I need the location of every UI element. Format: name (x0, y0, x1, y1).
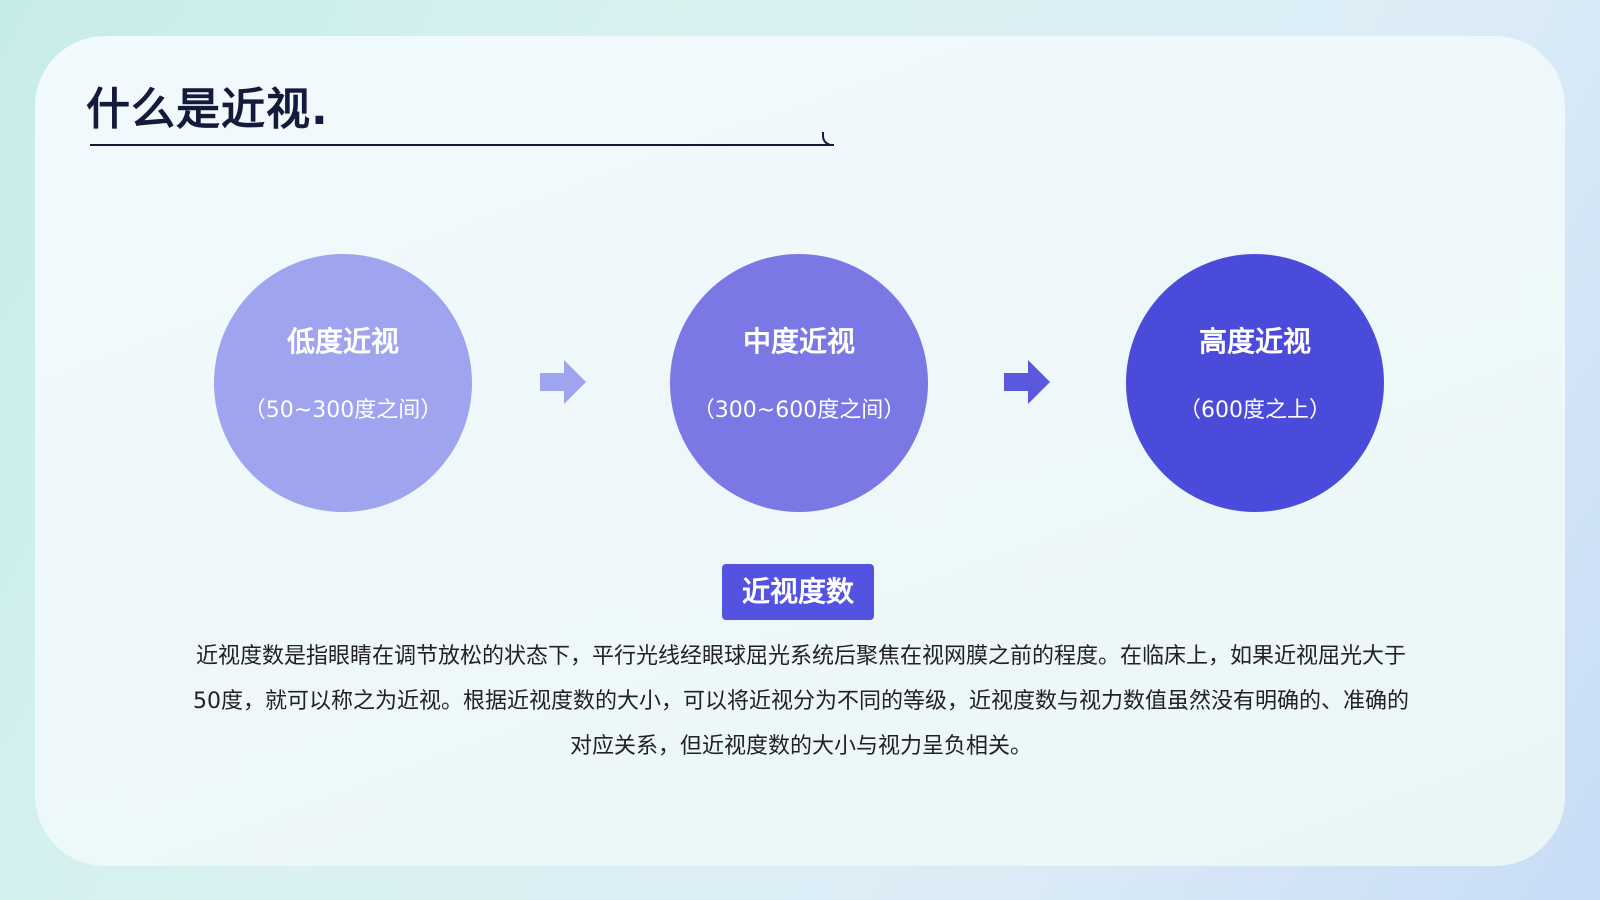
level-range: （50~300度之间） (243, 398, 443, 423)
level-title: 低度近视 (286, 325, 399, 358)
title-underline-hook (822, 132, 834, 146)
arrow-right-icon (540, 360, 586, 404)
level-range: （300~600度之间） (692, 398, 906, 423)
level-circle-medium: 中度近视 （300~600度之间） (670, 254, 928, 512)
level-range: （600度之上） (1179, 398, 1331, 423)
level-title: 中度近视 (742, 325, 855, 358)
level-title: 高度近视 (1198, 325, 1311, 358)
title-underline (90, 144, 834, 146)
level-circle-low: 低度近视 （50~300度之间） (214, 254, 472, 512)
section-description: 近视度数是指眼睛在调节放松的状态下，平行光线经眼球屈光系统后聚焦在视网膜之前的程… (193, 644, 1409, 759)
arrow-right-icon (1004, 360, 1050, 404)
level-circle-high: 高度近视 （600度之上） (1126, 254, 1384, 512)
section-badge: 近视度数 (722, 564, 874, 620)
page-title: 什么是近视. (86, 84, 329, 135)
